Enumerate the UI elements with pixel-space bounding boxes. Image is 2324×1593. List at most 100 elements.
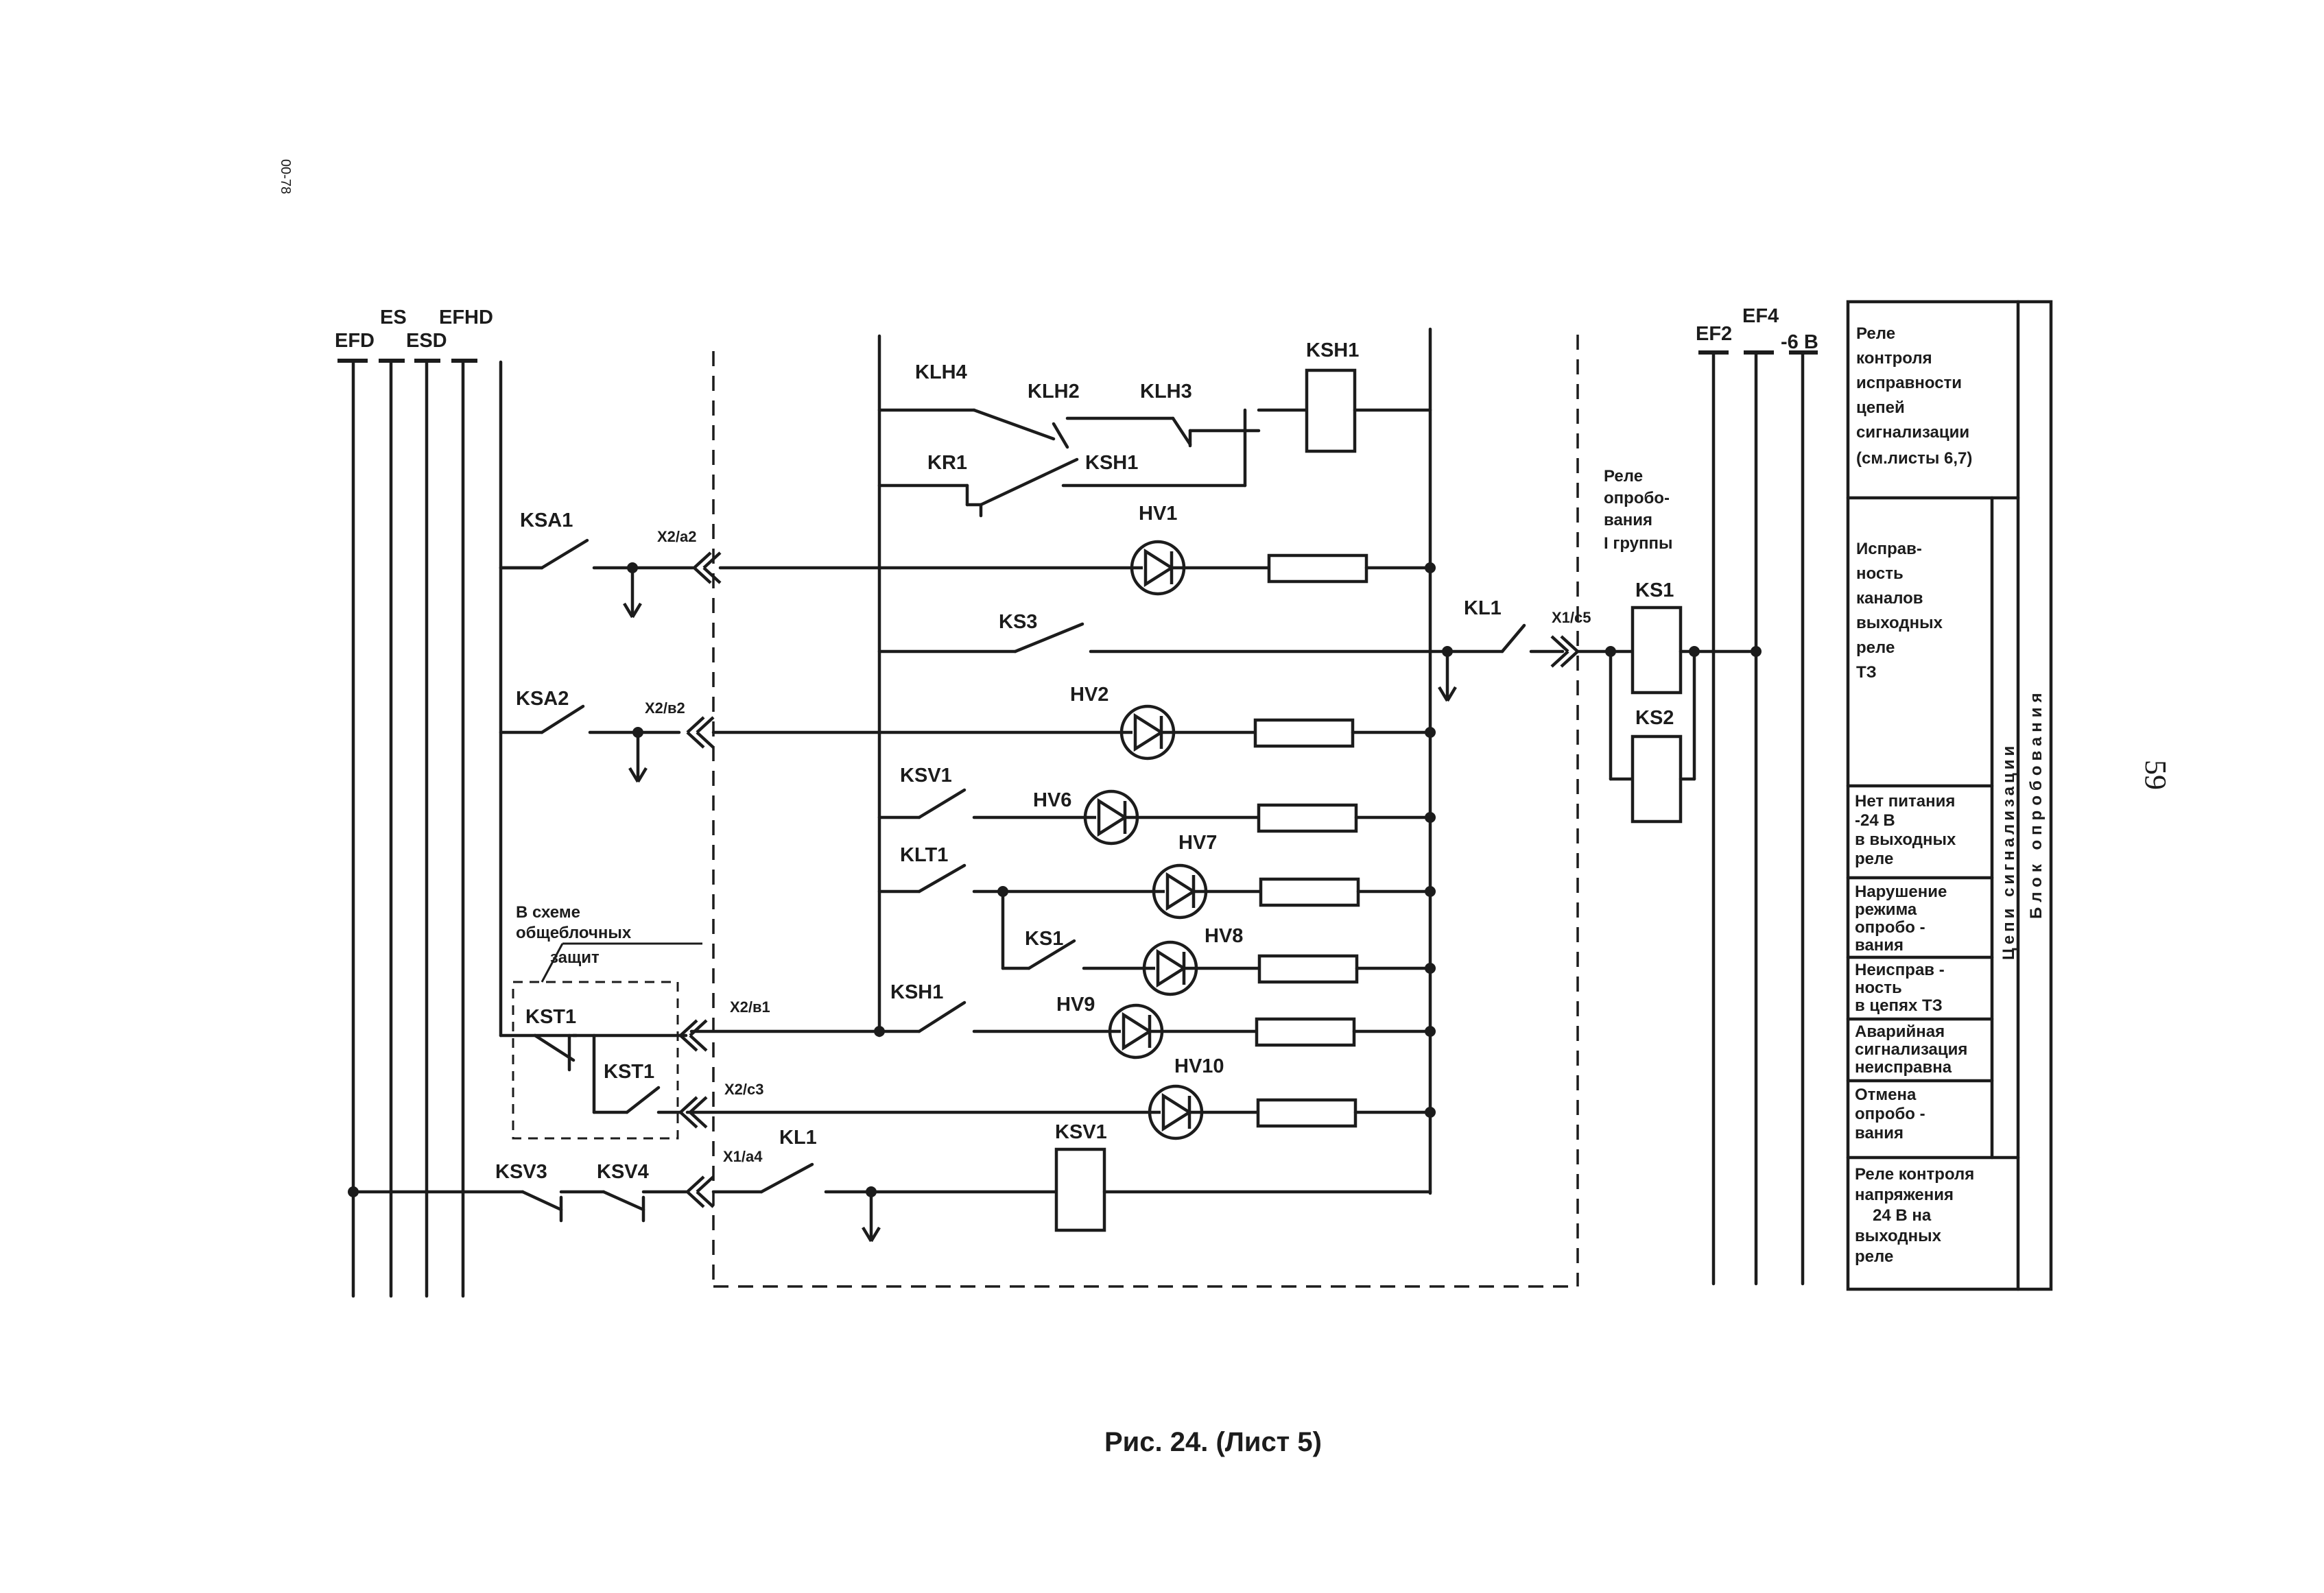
legend-row-5: Неисправ - ность в цепях ТЗ: [1855, 961, 1945, 1015]
label-klt1: KLT1: [900, 844, 948, 866]
label-x2-c3: X2/c3: [724, 1081, 764, 1098]
legend-row-8: Реле контроля напряжения 24 В на выходны…: [1855, 1165, 1974, 1266]
legend-row-4-line-3: опробо -: [1855, 918, 1925, 937]
legend-row-4-line-4: вания: [1855, 936, 1904, 955]
relay-note-line-1: Реле: [1604, 467, 1643, 486]
legend-row-1-line-5: сигнализации: [1856, 423, 1969, 442]
label-ksa1: KSA1: [520, 510, 573, 531]
legend-row-1-line-2: контроля: [1856, 349, 1932, 368]
legend-col-inner: Цепи сигнализации: [2000, 743, 2018, 960]
label-ks1-contact: KS1: [1025, 928, 1063, 950]
legend-row-3-line-2: -24 В: [1855, 811, 1895, 830]
legend-row-7-line-1: Отмена: [1855, 1086, 1917, 1104]
label-hv8: HV8: [1205, 925, 1243, 947]
label-ks2-relay: KS2: [1635, 707, 1674, 729]
bus-label-ef4: EF4: [1742, 305, 1779, 327]
kst1-subblock: [512, 981, 679, 1140]
label-ksh1-relay: KSH1: [1306, 339, 1359, 361]
legend-row-1-line-3: исправности: [1856, 374, 1962, 392]
right-bus-group: EF2 EF4 -6 В: [1696, 305, 1818, 1286]
legend-row-2-line-3: каналов: [1856, 589, 1923, 608]
bus-label-ef2: EF2: [1696, 323, 1732, 345]
bus-label-efhd: EFHD: [439, 307, 493, 328]
legend-row-2-line-6: ТЗ: [1856, 663, 1877, 682]
label-ksv3: KSV3: [495, 1161, 547, 1183]
legend-row-8-line-3: 24 В на: [1873, 1206, 1932, 1225]
label-x2-b1: X2/в1: [730, 998, 770, 1016]
label-ksh1-contact: KSH1: [1085, 452, 1138, 474]
sheet-code: 00-78: [278, 159, 293, 194]
legend-row-1: Реле контроля исправности цепей сигнализ…: [1856, 324, 1972, 468]
block-note: В схеме общеблочных защит: [516, 903, 632, 967]
label-kst1-a: KST1: [525, 1006, 576, 1028]
legend-row-5-line-3: в цепях ТЗ: [1855, 996, 1943, 1015]
legend-row-5-line-2: ность: [1855, 979, 1902, 997]
label-ksh1-contact-2: KSH1: [890, 981, 943, 1003]
legend-row-8-line-1: Реле контроля: [1855, 1165, 1974, 1184]
page-number: 59: [2139, 760, 2172, 790]
legend-row-6-line-1: Аварийная: [1855, 1022, 1945, 1041]
legend-row-7-line-3: вания: [1855, 1124, 1904, 1142]
label-hv2: HV2: [1070, 684, 1108, 706]
legend-row-2-line-1: Исправ-: [1856, 540, 1922, 558]
legend-row-2-line-4: выходных: [1856, 614, 1943, 632]
bus-label-es: ES: [380, 307, 407, 328]
label-hv1: HV1: [1139, 503, 1177, 525]
legend-row-1-line-4: цепей: [1856, 398, 1905, 417]
label-x1-a4: X1/a4: [723, 1148, 763, 1165]
bus-label-esd: ESD: [406, 330, 447, 352]
label-kl1-lower: KL1: [779, 1127, 817, 1149]
relay-ks2-coil: [1631, 734, 1683, 824]
legend-row-2-line-5: реле: [1856, 638, 1895, 657]
block-note-line-2: общеблочных: [516, 924, 632, 942]
legend-row-6-line-2: сигнализация: [1855, 1040, 1967, 1059]
legend-row-3-line-3: в выходных: [1855, 830, 1956, 849]
legend-row-6-line-3: неисправна: [1855, 1058, 1952, 1077]
legend-row-2-line-2: ность: [1856, 564, 1904, 583]
bus-label-minus6v: -6 В: [1781, 331, 1818, 353]
legend-row-8-line-2: напряжения: [1855, 1186, 1954, 1204]
label-x2-a2: X2/a2: [657, 528, 697, 545]
relay-note-line-3: вания: [1604, 511, 1652, 529]
legend-row-2: Исправ- ность каналов выходных реле ТЗ: [1856, 540, 1943, 682]
label-hv7: HV7: [1178, 832, 1217, 854]
block-note-line-3: защит: [550, 948, 600, 967]
label-ks1-relay: KS1: [1635, 579, 1674, 601]
legend-row-4: Нарушение режима опробо - вания: [1855, 883, 1947, 955]
relay-note-line-2: опробо-: [1604, 489, 1670, 507]
label-ksv1-contact: KSV1: [900, 765, 952, 787]
legend-row-1-line-6: (см.листы 6,7): [1856, 449, 1972, 468]
label-kl1-upper: KL1: [1464, 597, 1502, 619]
legend-row-6: Аварийная сигнализация неисправна: [1855, 1022, 1967, 1077]
legend-row-5-line-1: Неисправ -: [1855, 961, 1945, 979]
legend-row-7: Отмена опробо - вания: [1855, 1086, 1925, 1142]
label-ksv4: KSV4: [597, 1161, 649, 1183]
label-kr1: KR1: [927, 452, 967, 474]
legend-row-7-line-2: опробо -: [1855, 1105, 1925, 1123]
legend-row-1-line-1: Реле: [1856, 324, 1895, 343]
legend-col-outer: Блок опробования: [2027, 688, 2046, 919]
bus-label-efd: EFD: [335, 330, 375, 352]
legend-row-3-line-4: реле: [1855, 850, 1893, 868]
legend-row-3-line-1: Нет питания: [1855, 792, 1955, 811]
label-x2-b2: X2/в2: [645, 699, 685, 717]
label-x1-c5: X1/c5: [1552, 609, 1591, 626]
label-ksa2: KSA2: [516, 688, 569, 710]
legend-row-3: Нет питания -24 В в выходных реле: [1855, 792, 1956, 868]
label-klh2: KLH2: [1028, 381, 1080, 403]
legend-row-8-line-4: выходных: [1855, 1227, 1942, 1245]
label-ks3: KS3: [999, 611, 1037, 633]
legend-table: Блок опробования Цепи сигнализации Реле …: [1846, 300, 2053, 1291]
legend-row-8-line-5: реле: [1855, 1247, 1893, 1266]
relay-ksh1-coil: [1305, 368, 1357, 453]
legend-row-4-line-2: режима: [1855, 900, 1917, 919]
legend-row-4-line-1: Нарушение: [1855, 883, 1947, 901]
relay-ksv1-coil: [1054, 1147, 1106, 1232]
figure-caption: Рис. 24. (Лист 5): [1104, 1427, 1322, 1457]
relay-ks1-coil: [1631, 606, 1683, 695]
block-note-line-1: В схеме: [516, 903, 580, 922]
label-kst1-b: KST1: [604, 1061, 654, 1083]
relay-note: Реле опробо- вания I группы: [1604, 467, 1673, 553]
label-hv6: HV6: [1033, 789, 1071, 811]
